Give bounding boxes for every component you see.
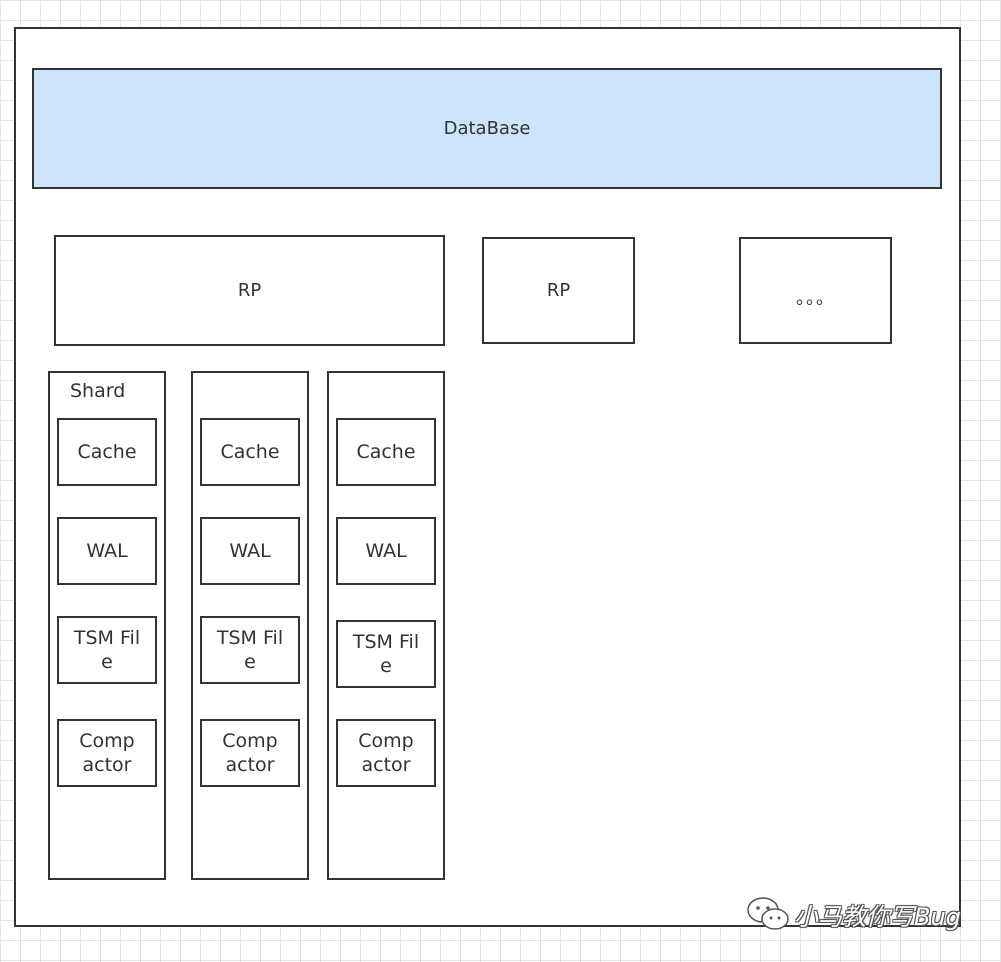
rp-label: RP bbox=[237, 280, 262, 301]
compactor-block: Comp actor bbox=[336, 719, 436, 787]
cache-block: Cache bbox=[57, 418, 157, 486]
wal-block: WAL bbox=[57, 517, 157, 585]
component-label: Comp actor bbox=[79, 730, 135, 776]
tsm-file-block: TSM File bbox=[57, 616, 157, 684]
wechat-icon bbox=[747, 897, 789, 930]
component-label: TSM File bbox=[216, 627, 284, 673]
component-label: WAL bbox=[86, 540, 128, 562]
rp-block-ellipsis: 。。。 bbox=[739, 237, 892, 344]
watermark: 小马教你写Bug bbox=[746, 896, 961, 932]
component-label: WAL bbox=[365, 540, 407, 562]
tsm-file-block: TSM File bbox=[200, 616, 300, 684]
cache-block: Cache bbox=[336, 418, 436, 486]
component-label: WAL bbox=[229, 540, 271, 562]
component-label: Cache bbox=[220, 441, 280, 463]
component-label: Cache bbox=[77, 441, 137, 463]
ellipsis-label: 。。。 bbox=[796, 287, 835, 309]
compactor-block: Comp actor bbox=[200, 719, 300, 787]
compactor-block: Comp actor bbox=[57, 719, 157, 787]
wal-block: WAL bbox=[336, 517, 436, 585]
shard-label: Shard bbox=[70, 380, 126, 402]
rp-block-1: RP bbox=[54, 235, 445, 346]
database-block: DataBase bbox=[32, 68, 942, 189]
component-label: Comp actor bbox=[358, 730, 414, 776]
rp-label: RP bbox=[546, 280, 571, 301]
tsm-file-block: TSM File bbox=[336, 620, 436, 688]
watermark-text: 小马教你写Bug bbox=[794, 902, 961, 931]
rp-block-2: RP bbox=[482, 237, 635, 344]
cache-block: Cache bbox=[200, 418, 300, 486]
database-label: DataBase bbox=[443, 118, 531, 139]
component-label: Comp actor bbox=[222, 730, 278, 776]
component-label: TSM File bbox=[352, 631, 420, 677]
component-label: Cache bbox=[356, 441, 416, 463]
component-label: TSM File bbox=[73, 627, 141, 673]
wal-block: WAL bbox=[200, 517, 300, 585]
